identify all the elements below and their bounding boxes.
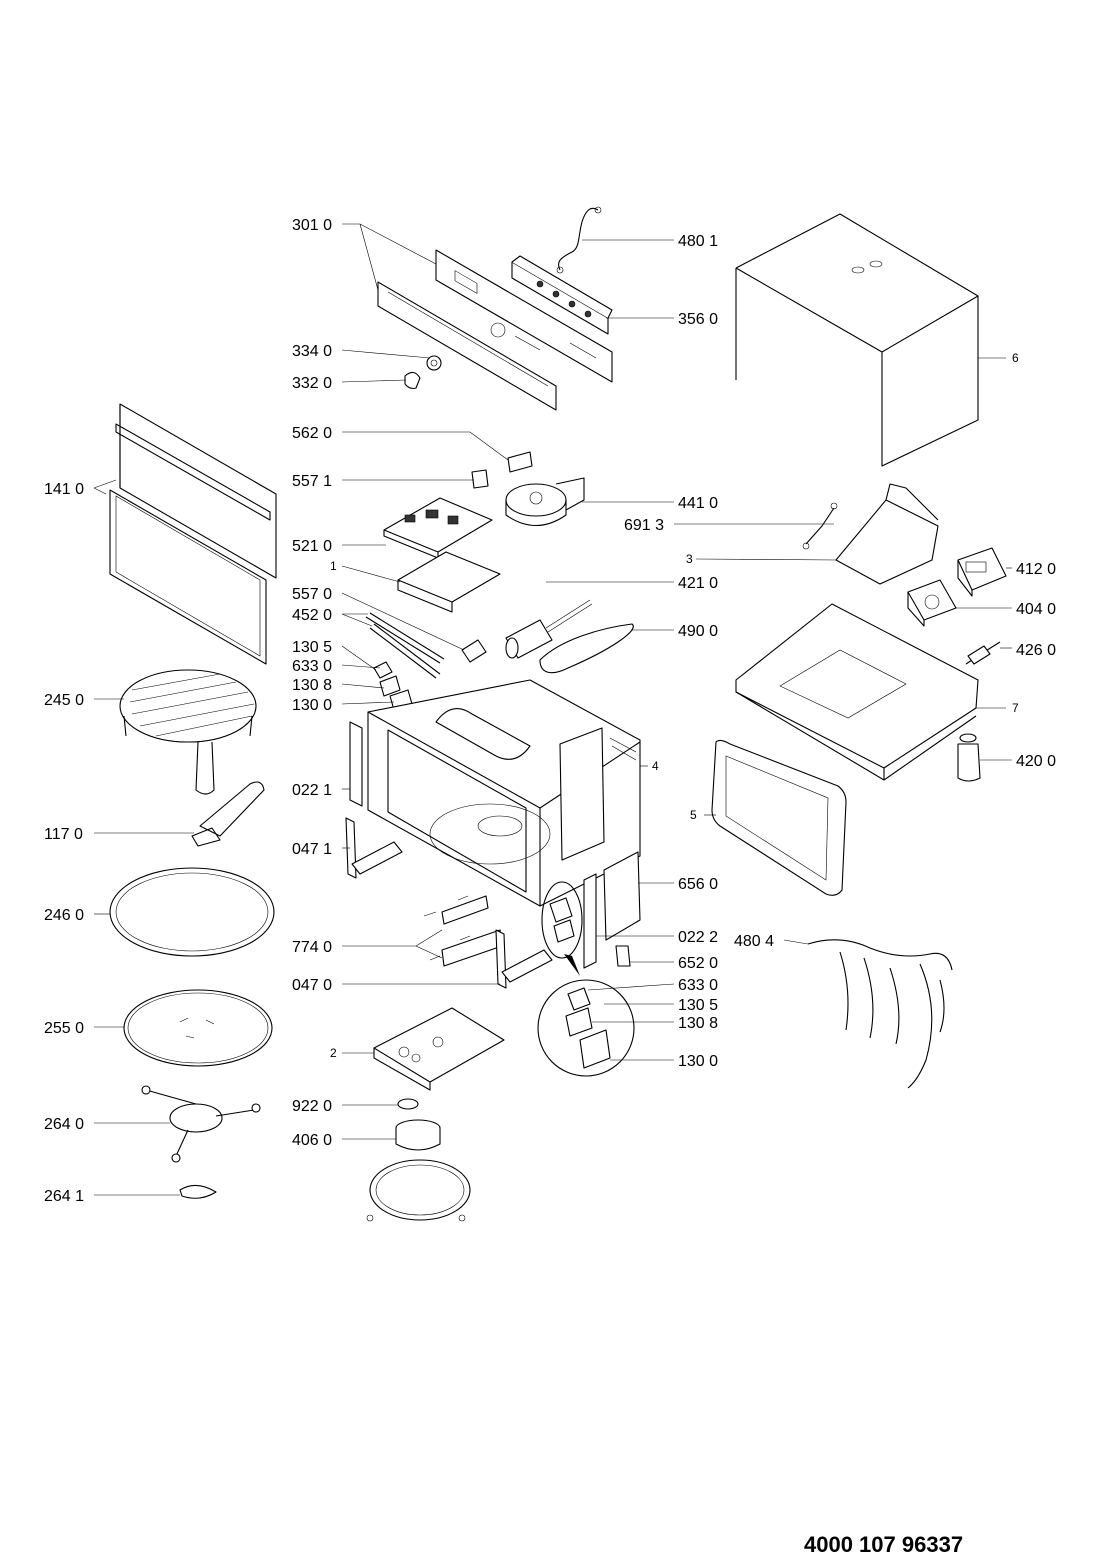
part-label-3: 3 bbox=[686, 552, 693, 566]
coupler-264-1 bbox=[179, 1184, 217, 1199]
washer-922 bbox=[397, 1098, 419, 1110]
part-label-441-0: 441 0 bbox=[678, 495, 718, 512]
part-label-130-5a: 130 5 bbox=[292, 639, 332, 656]
transformer-412 bbox=[957, 547, 1007, 597]
part-label-406-0: 406 0 bbox=[292, 1132, 332, 1149]
part-label-557-0: 557 0 bbox=[292, 586, 332, 603]
part-label-521-0: 521 0 bbox=[292, 538, 332, 555]
glass-tray-255 bbox=[123, 989, 273, 1067]
part-label-264-1: 264 1 bbox=[44, 1188, 84, 1205]
part-label-452-0: 452 0 bbox=[292, 607, 332, 624]
part-label-562-0: 562 0 bbox=[292, 425, 332, 442]
document-number: 4000 107 96337 bbox=[804, 1532, 964, 1557]
part-label-404-0: 404 0 bbox=[1016, 601, 1056, 618]
part-label-117-0: 117 0 bbox=[44, 826, 83, 843]
leader-lines bbox=[93, 223, 1012, 1196]
base-plate-7 bbox=[735, 603, 979, 781]
part-label-421-0: 421 0 bbox=[678, 575, 718, 592]
handle-117 bbox=[191, 781, 265, 847]
outer-casing-6 bbox=[735, 213, 979, 467]
side-panel-022-2 bbox=[583, 873, 597, 969]
part-label-246-0: 246 0 bbox=[44, 907, 84, 924]
knob-parts bbox=[404, 355, 442, 390]
door-frame-5 bbox=[711, 739, 847, 896]
turntable-motor-406 bbox=[395, 1119, 441, 1151]
bottom-ring bbox=[366, 1159, 471, 1222]
part-label-047-1: 047 1 bbox=[292, 841, 332, 858]
fuse-426 bbox=[965, 641, 1001, 665]
wire-harness-480-4 bbox=[807, 939, 953, 1089]
side-panel-022-1 bbox=[349, 721, 363, 807]
part-label-141-0: 141 0 bbox=[44, 481, 84, 498]
part-label-4: 4 bbox=[652, 759, 659, 773]
part-label-130-8a: 130 8 bbox=[292, 677, 332, 694]
part-label-264-0: 264 0 bbox=[44, 1116, 84, 1133]
part-label-334-0: 334 0 bbox=[292, 343, 332, 360]
capacitor-420 bbox=[957, 733, 981, 782]
part-label-691-3: 691 3 bbox=[624, 517, 664, 534]
part-label-652-0: 652 0 bbox=[678, 955, 718, 972]
magnetron-404 bbox=[907, 579, 957, 627]
grill-rack-245 bbox=[119, 669, 257, 795]
control-panel-fascia bbox=[377, 249, 613, 411]
main-pcb-521 bbox=[383, 497, 493, 559]
part-label-5: 5 bbox=[690, 808, 697, 822]
fan-motor-assembly bbox=[471, 451, 585, 526]
hinge-047-0 bbox=[495, 929, 553, 989]
bracket-set-774 bbox=[423, 895, 503, 967]
roller-support-264 bbox=[141, 1085, 261, 1163]
part-label-7: 7 bbox=[1012, 701, 1019, 715]
part-label-633-0a: 633 0 bbox=[292, 658, 332, 675]
gasket-490 bbox=[539, 623, 634, 674]
part-label-130-0a: 130 0 bbox=[292, 697, 332, 714]
part-label-774-0: 774 0 bbox=[292, 939, 332, 956]
part-label-130-5b: 130 5 bbox=[678, 997, 718, 1014]
oven-cavity-4 bbox=[367, 679, 641, 907]
part-label-557-1: 557 1 bbox=[292, 473, 332, 490]
waveguide-duct-3 bbox=[835, 483, 939, 585]
part-label-480-4: 480 4 bbox=[734, 933, 774, 950]
part-label-255-0: 255 0 bbox=[44, 1020, 84, 1037]
part-label-420-0: 420 0 bbox=[1016, 753, 1056, 770]
roller-ring-246 bbox=[109, 867, 275, 957]
heater-rods bbox=[365, 612, 445, 679]
part-labels: 301 0 480 1 356 0 334 0 332 0 562 0 557 … bbox=[44, 217, 1056, 1205]
base-plate-2 bbox=[373, 1007, 505, 1091]
panel-656 bbox=[603, 851, 641, 941]
hinge-047-1 bbox=[345, 817, 403, 879]
part-label-656-0: 656 0 bbox=[678, 876, 718, 893]
fuse-652 bbox=[615, 945, 631, 967]
part-label-490-0: 490 0 bbox=[678, 623, 718, 640]
sensor-557-0 bbox=[461, 639, 487, 663]
part-label-633-0b: 633 0 bbox=[678, 977, 718, 994]
part-label-332-0: 332 0 bbox=[292, 375, 332, 392]
detail-pointer bbox=[564, 954, 580, 976]
part-label-022-2: 022 2 bbox=[678, 929, 718, 946]
capacitor-421 bbox=[505, 599, 593, 659]
part-label-022-1: 022 1 bbox=[292, 782, 332, 799]
part-label-245-0: 245 0 bbox=[44, 692, 84, 709]
detail-callout-lower bbox=[537, 979, 635, 1077]
part-label-130-8b: 130 8 bbox=[678, 1015, 718, 1032]
part-label-2: 2 bbox=[330, 1046, 337, 1060]
part-label-426-0: 426 0 bbox=[1016, 642, 1056, 659]
part-label-356-0: 356 0 bbox=[678, 311, 718, 328]
detail-callout-upper bbox=[541, 881, 583, 959]
door-assembly bbox=[109, 403, 277, 665]
part-label-047-0: 047 0 bbox=[292, 977, 332, 994]
part-label-301-0: 301 0 bbox=[292, 217, 332, 234]
pcb-board-356 bbox=[511, 255, 613, 335]
wire-480-1 bbox=[556, 206, 602, 274]
part-label-922-0: 922 0 bbox=[292, 1098, 332, 1115]
part-label-480-1: 480 1 bbox=[678, 233, 718, 250]
bracket-tray bbox=[397, 551, 501, 613]
part-label-130-0b: 130 0 bbox=[678, 1053, 718, 1070]
part-label-1: 1 bbox=[330, 559, 337, 573]
wire-691-3 bbox=[802, 502, 838, 550]
part-label-6: 6 bbox=[1012, 351, 1019, 365]
part-label-412-0: 412 0 bbox=[1016, 561, 1056, 578]
